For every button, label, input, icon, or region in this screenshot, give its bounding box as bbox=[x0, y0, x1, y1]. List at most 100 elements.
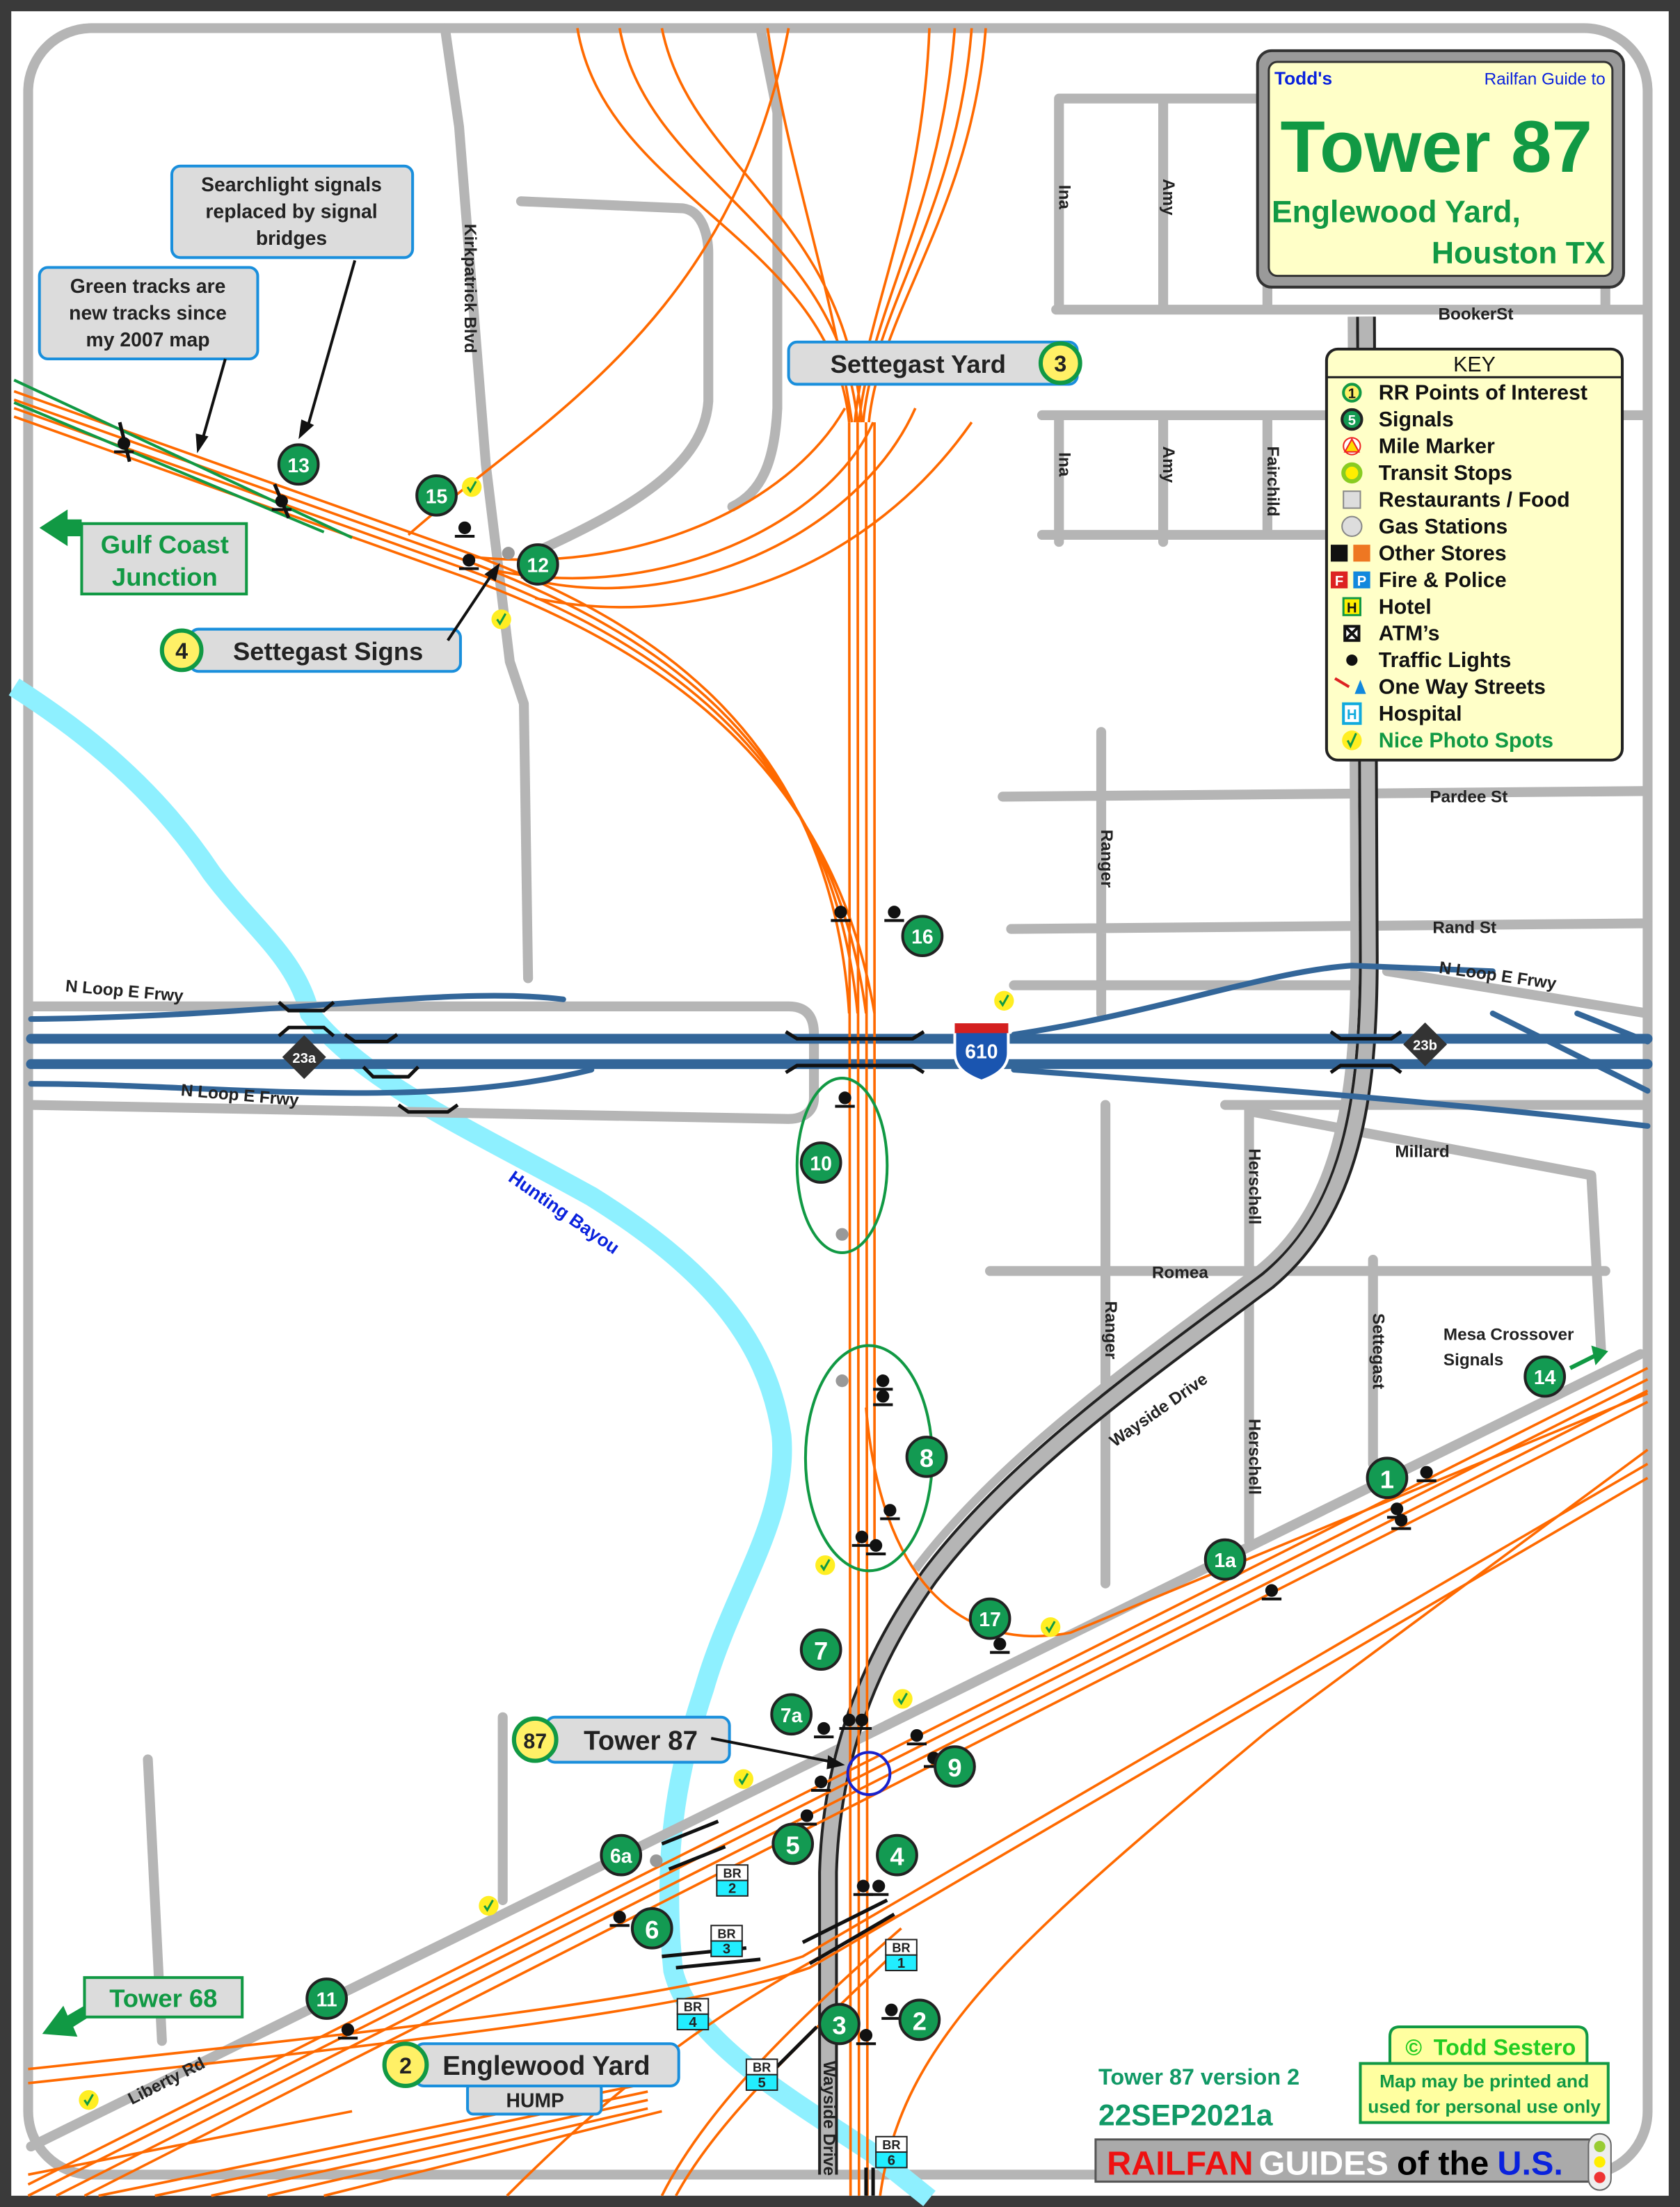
signal-light-icon bbox=[800, 1809, 814, 1822]
mesa-label-line2: Signals bbox=[1443, 1351, 1503, 1370]
gray-signal-icon bbox=[835, 1374, 849, 1388]
signal-number: 9 bbox=[947, 1753, 961, 1782]
key-item: Traffic Lights bbox=[1346, 649, 1511, 672]
signal-light-icon bbox=[855, 1713, 868, 1726]
signal-light-icon bbox=[856, 1879, 870, 1893]
gulf-coast-junction-label: Gulf Coast Junction bbox=[39, 509, 248, 595]
signal-icon bbox=[818, 2003, 861, 2046]
poi-marker-icon bbox=[511, 1716, 559, 1763]
signal-marker[interactable]: 2 bbox=[898, 1998, 941, 2041]
signal-number: 17 bbox=[979, 1609, 1001, 1631]
street-label: Romea bbox=[1152, 1263, 1208, 1282]
key-label: RR Points of Interest bbox=[1379, 382, 1587, 405]
bridge-label: BR5 bbox=[745, 2058, 778, 2092]
poi-number: 87 bbox=[523, 1730, 547, 1753]
poi-englewood-yard: HUMP Englewood Yard 2 bbox=[382, 2041, 680, 2116]
signal-light-icon bbox=[855, 1530, 868, 1543]
street-label: Kirkpatrick Blvd bbox=[461, 224, 479, 353]
signal-marker[interactable]: 14 bbox=[1523, 1355, 1567, 1398]
signal-number: 1 bbox=[1380, 1465, 1394, 1493]
bridge-prefix: BR bbox=[892, 1941, 910, 1955]
signal-marker[interactable]: 15 bbox=[415, 474, 458, 517]
destination-line: Junction bbox=[112, 563, 218, 591]
bridge-number: 3 bbox=[723, 1942, 730, 1957]
signal-marker[interactable]: 11 bbox=[305, 1977, 349, 2020]
signal-marker[interactable]: 13 bbox=[277, 443, 320, 486]
signal-marker[interactable]: 1 bbox=[1366, 1456, 1409, 1500]
signal-light-icon bbox=[462, 554, 476, 567]
street-label: Wayside Drive bbox=[819, 2061, 838, 2176]
signal-marker[interactable]: 6 bbox=[630, 1907, 673, 1950]
signal-icon bbox=[771, 1822, 815, 1865]
signal-number: 6a bbox=[610, 1845, 632, 1868]
street-label: Settegast bbox=[1369, 1313, 1388, 1389]
arrow-left-icon bbox=[39, 509, 82, 547]
signal-marker[interactable]: 1a bbox=[1203, 1538, 1247, 1581]
signal-light-icon bbox=[458, 521, 472, 534]
signal-marker[interactable]: 7 bbox=[799, 1628, 842, 1671]
key-label: Signals bbox=[1379, 408, 1454, 431]
check-icon bbox=[483, 1900, 494, 1912]
bridge-number: 5 bbox=[758, 2076, 766, 2091]
hunting-bayou bbox=[8, 678, 936, 2206]
callout-arrow-icon bbox=[305, 259, 357, 430]
banner-word: RAILFAN bbox=[1107, 2144, 1253, 2182]
signal-light-icon bbox=[877, 1390, 890, 1403]
key-item: Transit Stops bbox=[1341, 462, 1512, 485]
signal-number: 2 bbox=[913, 2007, 927, 2035]
poi-settegast-yard: Settegast Yard 3 bbox=[787, 340, 1082, 386]
street-label: Fairchild bbox=[1263, 447, 1282, 517]
signal-marker[interactable]: 3 bbox=[818, 2003, 861, 2046]
railroad-tracks bbox=[13, 28, 1649, 2197]
i610-shield-icon: 610 bbox=[953, 1022, 1010, 1083]
signal-number: 13 bbox=[287, 455, 310, 477]
signal-lights bbox=[113, 437, 1437, 2046]
signal-marker[interactable]: 10 bbox=[799, 1141, 842, 1184]
signal-marker[interactable]: 17 bbox=[968, 1597, 1011, 1640]
signal-light-icon bbox=[877, 1374, 890, 1388]
check-icon bbox=[897, 1692, 908, 1706]
signal-marker[interactable]: 5 bbox=[771, 1822, 815, 1865]
destination-line: Tower 68 bbox=[109, 1984, 217, 2013]
signal-icon bbox=[305, 1977, 349, 2020]
signal-icon bbox=[876, 1833, 918, 1877]
bridge-label: BR4 bbox=[676, 1998, 710, 2031]
copyright-block: © Todd Sestero Map may be printed and us… bbox=[1359, 2025, 1610, 2124]
bridge-number: 4 bbox=[689, 2015, 697, 2030]
banner-word: of the bbox=[1397, 2144, 1489, 2182]
poi-sublabel: HUMP bbox=[506, 2089, 564, 2112]
other-stores-icon bbox=[1330, 545, 1370, 562]
signal-light-icon bbox=[910, 1728, 923, 1742]
signal-marker[interactable]: 16 bbox=[901, 915, 944, 958]
signal-light-icon bbox=[859, 2029, 873, 2042]
signal-icon bbox=[799, 1141, 842, 1184]
signal-marker[interactable]: 6a bbox=[600, 1833, 643, 1877]
signal-marker[interactable]: 9 bbox=[934, 1745, 976, 1788]
key-label: Hotel bbox=[1379, 595, 1432, 618]
signal-light-icon bbox=[870, 1539, 883, 1552]
key-label: One Way Streets bbox=[1379, 676, 1546, 699]
title-block: Todd's Railfan Guide to Tower 87 Englewo… bbox=[1256, 49, 1626, 289]
signal-group-outline bbox=[795, 1077, 889, 1255]
tower-87-location-icon bbox=[846, 1751, 892, 1797]
signal-number: 15 bbox=[426, 485, 448, 508]
key-item: One Way Streets bbox=[1334, 676, 1546, 699]
key-label: Traffic Lights bbox=[1379, 649, 1512, 672]
key-glyph: F bbox=[1335, 574, 1343, 589]
banner-word: U.S. bbox=[1497, 2144, 1562, 2182]
bridge-number: 6 bbox=[888, 2153, 895, 2168]
signal-marker[interactable]: 4 bbox=[876, 1833, 918, 1877]
signal-marker[interactable]: 7a bbox=[770, 1693, 813, 1736]
signal-marker[interactable]: 12 bbox=[516, 543, 559, 586]
bridge-label: BR1 bbox=[885, 1939, 918, 1972]
signal-marker[interactable]: 8 bbox=[905, 1436, 948, 1478]
signal-number: 10 bbox=[810, 1153, 832, 1175]
poi-number: 3 bbox=[1054, 351, 1066, 376]
key-heading: KEY bbox=[1453, 353, 1496, 376]
